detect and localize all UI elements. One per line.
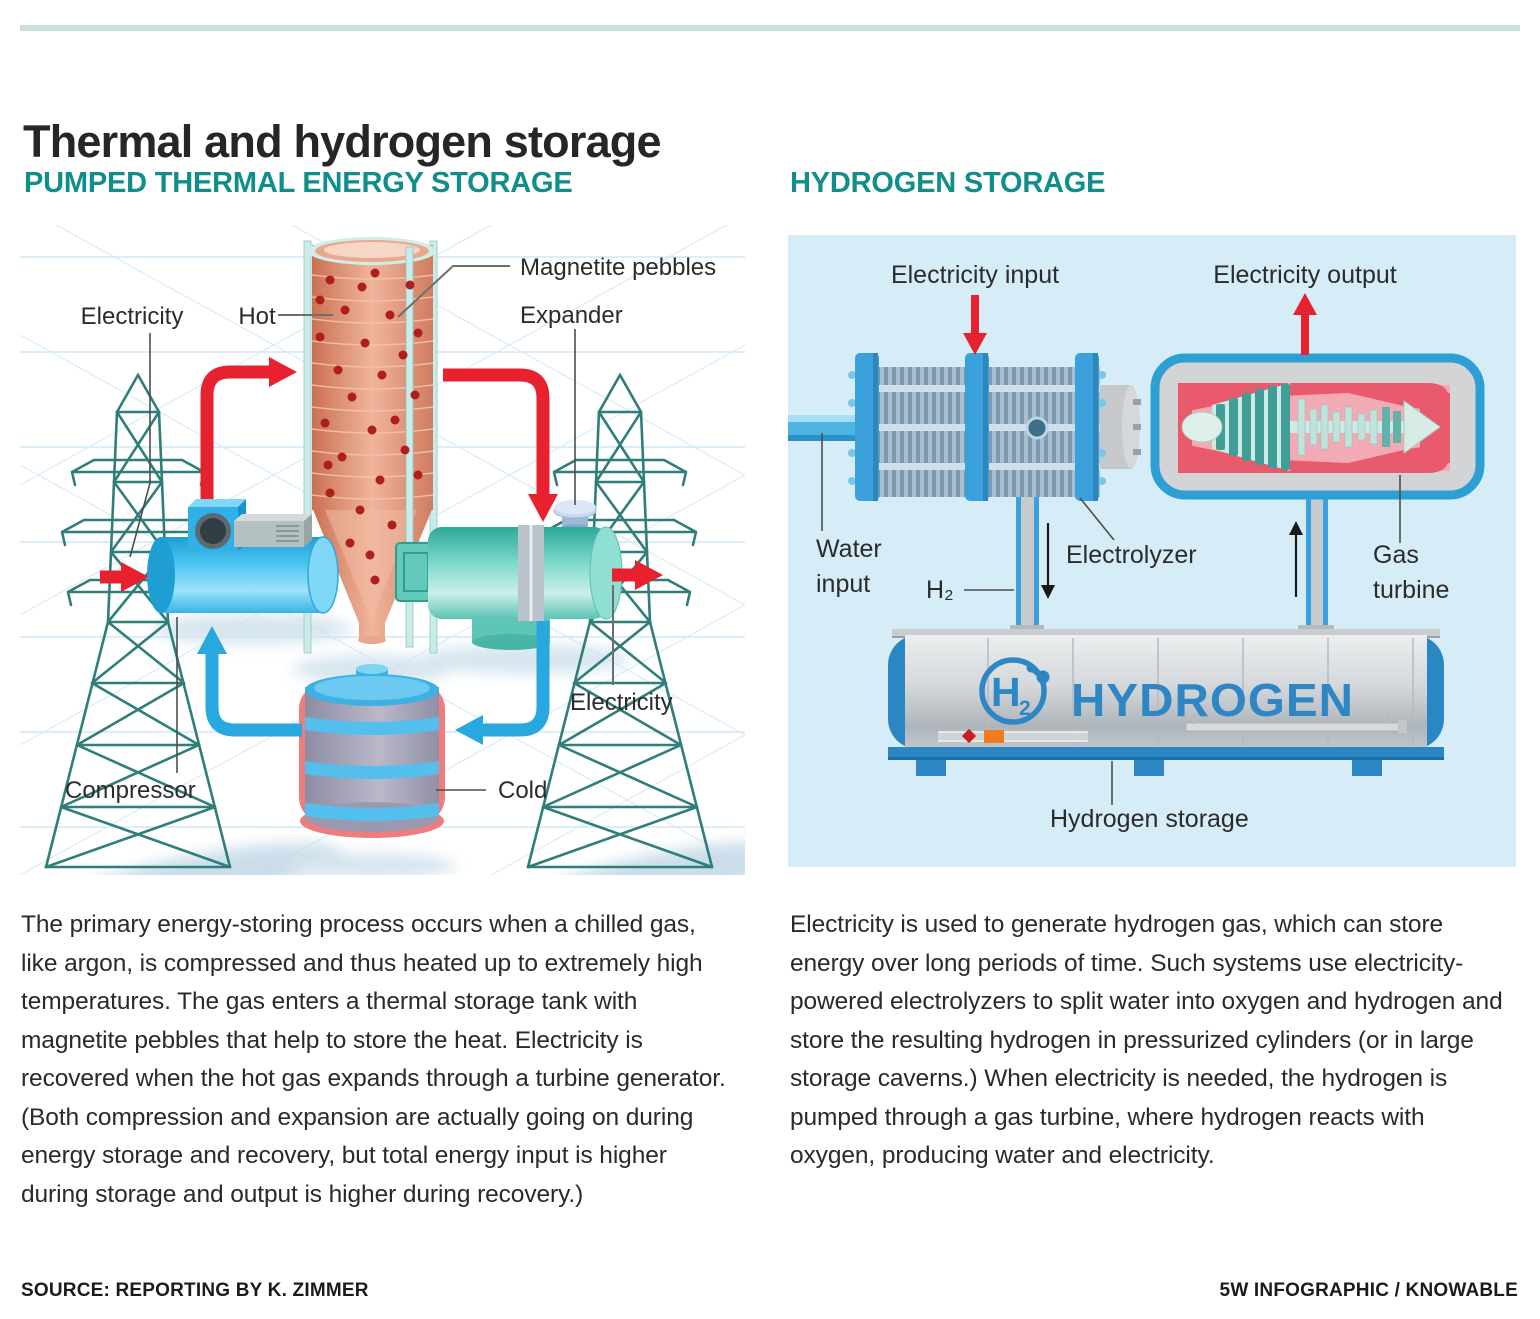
label-electricity-in: Electricity: [81, 303, 184, 330]
cold-flow-arrow-tank-to-compressor: [197, 626, 302, 737]
label-magnetite-pebbles: Magnetite pebbles: [520, 254, 716, 281]
expander: [395, 500, 623, 650]
gas-turbine: [1150, 353, 1485, 634]
pumped-thermal-diagram: Electricity Hot Magnetite pebbles Expand…: [20, 225, 745, 875]
label-gas-turbine-line2: turbine: [1373, 576, 1449, 604]
label-hydrogen-storage: Hydrogen storage: [1050, 805, 1249, 833]
footer-credit: 5W INFOGRAPHIC / KNOWABLE: [1219, 1280, 1518, 1301]
label-electricity-input: Electricity input: [891, 261, 1059, 289]
hot-storage-tank: [303, 237, 438, 654]
label-compressor: Compressor: [65, 777, 196, 804]
left-caption: The primary energy-storing process occur…: [21, 911, 726, 1208]
h2-logo-sub: 2: [1019, 697, 1031, 720]
h2-logo: H 2: [979, 657, 1050, 725]
cold-flow-arrow-expander-to-tank: [455, 621, 550, 745]
compressor: [147, 499, 339, 614]
hydrogen-storage-diagram: H 2 HYDROGEN Electricity input Electrici…: [788, 235, 1516, 867]
label-cold: Cold: [498, 777, 547, 804]
hot-flow-arrow-compressor-to-tank: [200, 357, 297, 535]
h2-logo-h: H: [991, 669, 1021, 715]
magnetite-leader: [397, 265, 510, 318]
footer-source: SOURCE: REPORTING BY K. ZIMMER: [21, 1280, 369, 1301]
electricity-in-leader: [129, 333, 151, 558]
label-electrolyzer: Electrolyzer: [1066, 541, 1197, 569]
label-electricity-out: Electricity: [570, 689, 673, 716]
label-expander: Expander: [520, 302, 623, 329]
label-water-input-line1: Water: [816, 535, 882, 563]
right-caption: Electricity is used to generate hydrogen…: [790, 911, 1503, 1169]
magnetite-pebbles-dots: [315, 268, 423, 585]
hydrogen-storage-tank: H 2 HYDROGEN: [888, 629, 1444, 776]
label-water-input-line2: input: [816, 570, 870, 598]
page-title: Thermal and hydrogen storage: [23, 116, 662, 167]
label-hot: Hot: [238, 303, 276, 330]
label-gas-turbine-line1: Gas: [1373, 541, 1419, 569]
cold-storage-tank: [299, 664, 445, 838]
top-rule: [20, 25, 1520, 31]
left-section-heading: PUMPED THERMAL ENERGY STORAGE: [24, 167, 573, 199]
label-electricity-output: Electricity output: [1213, 261, 1396, 289]
hot-flow-arrow-tank-to-expander: [443, 368, 558, 522]
electrolyzer: [788, 353, 1141, 501]
transmission-tower-right: [526, 373, 714, 869]
right-section-heading: HYDROGEN STORAGE: [790, 167, 1106, 199]
electrolyzer-leader: [1079, 497, 1115, 541]
label-h2: H₂: [926, 576, 954, 604]
tank-hydrogen-text: HYDROGEN: [1071, 674, 1354, 726]
